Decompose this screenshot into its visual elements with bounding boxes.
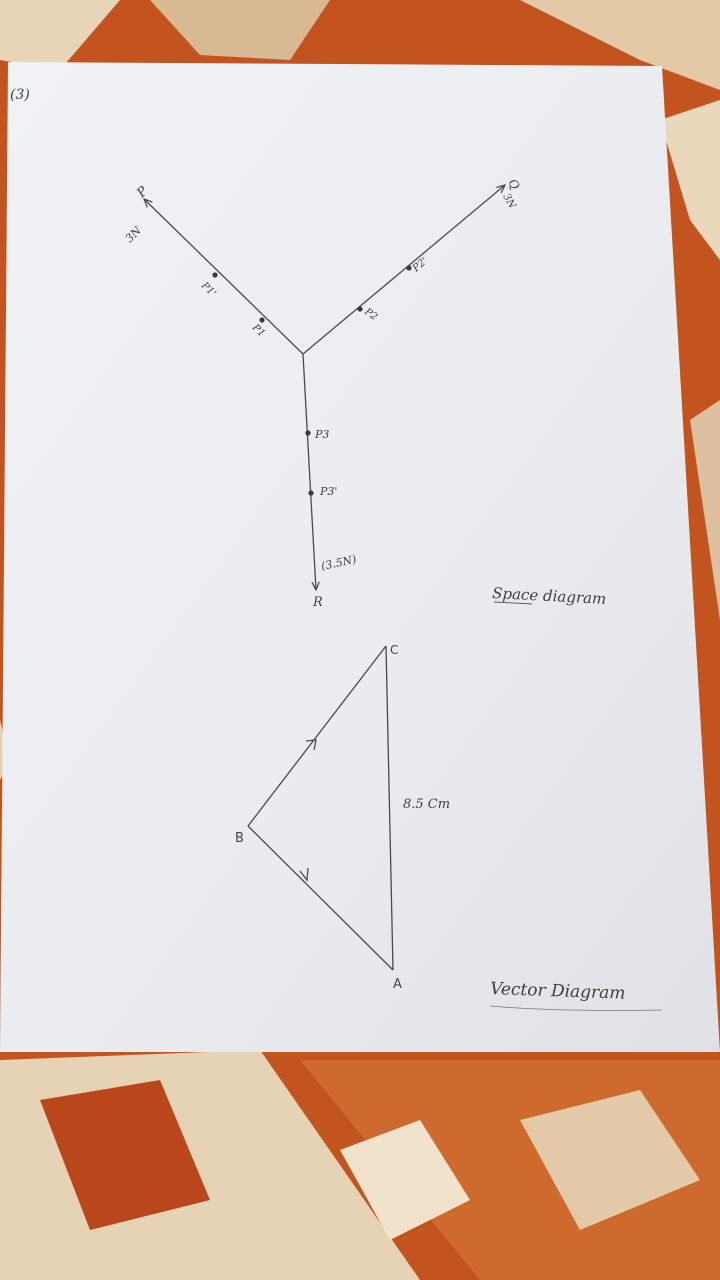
vertex-b-label: B — [235, 831, 244, 846]
space-diagram-caption-underline — [493, 601, 533, 605]
side-ac — [385, 645, 394, 971]
side-bc — [247, 645, 387, 827]
space-diagram — [144, 185, 505, 590]
force-line-r — [302, 353, 316, 590]
vector-diagram — [247, 645, 394, 971]
paper-sheet — [0, 62, 720, 1052]
vertex-c-label: C — [390, 643, 398, 657]
space-diagram-points — [212, 265, 412, 496]
space-diagram-caption: Space diagram — [492, 584, 607, 608]
vector-diagram-caption: Vector Diagram — [490, 979, 626, 1004]
point-p2-dot — [357, 306, 363, 312]
force-line-p — [144, 199, 304, 355]
point-p1-prime-dot — [212, 272, 218, 278]
point-p2-prime-dot — [406, 265, 412, 271]
point-p3-dot — [305, 430, 311, 436]
side-ac-length-label: 8.5 Cm — [403, 797, 450, 812]
arrow-ab-direction — [299, 867, 309, 882]
point-p3-prime-dot — [308, 490, 314, 496]
point-p3-prime-label: P3' — [319, 485, 337, 498]
vertex-a-label: A — [393, 977, 402, 992]
point-p3-label: P3 — [314, 428, 329, 441]
force-r-label: R — [312, 595, 323, 610]
arrow-bc-direction — [305, 739, 317, 751]
vector-diagram-caption-underline — [489, 1005, 663, 1011]
force-line-q — [302, 185, 505, 355]
side-ab — [247, 825, 394, 971]
page-number: (3) — [10, 87, 30, 103]
point-p1-dot — [259, 317, 265, 323]
